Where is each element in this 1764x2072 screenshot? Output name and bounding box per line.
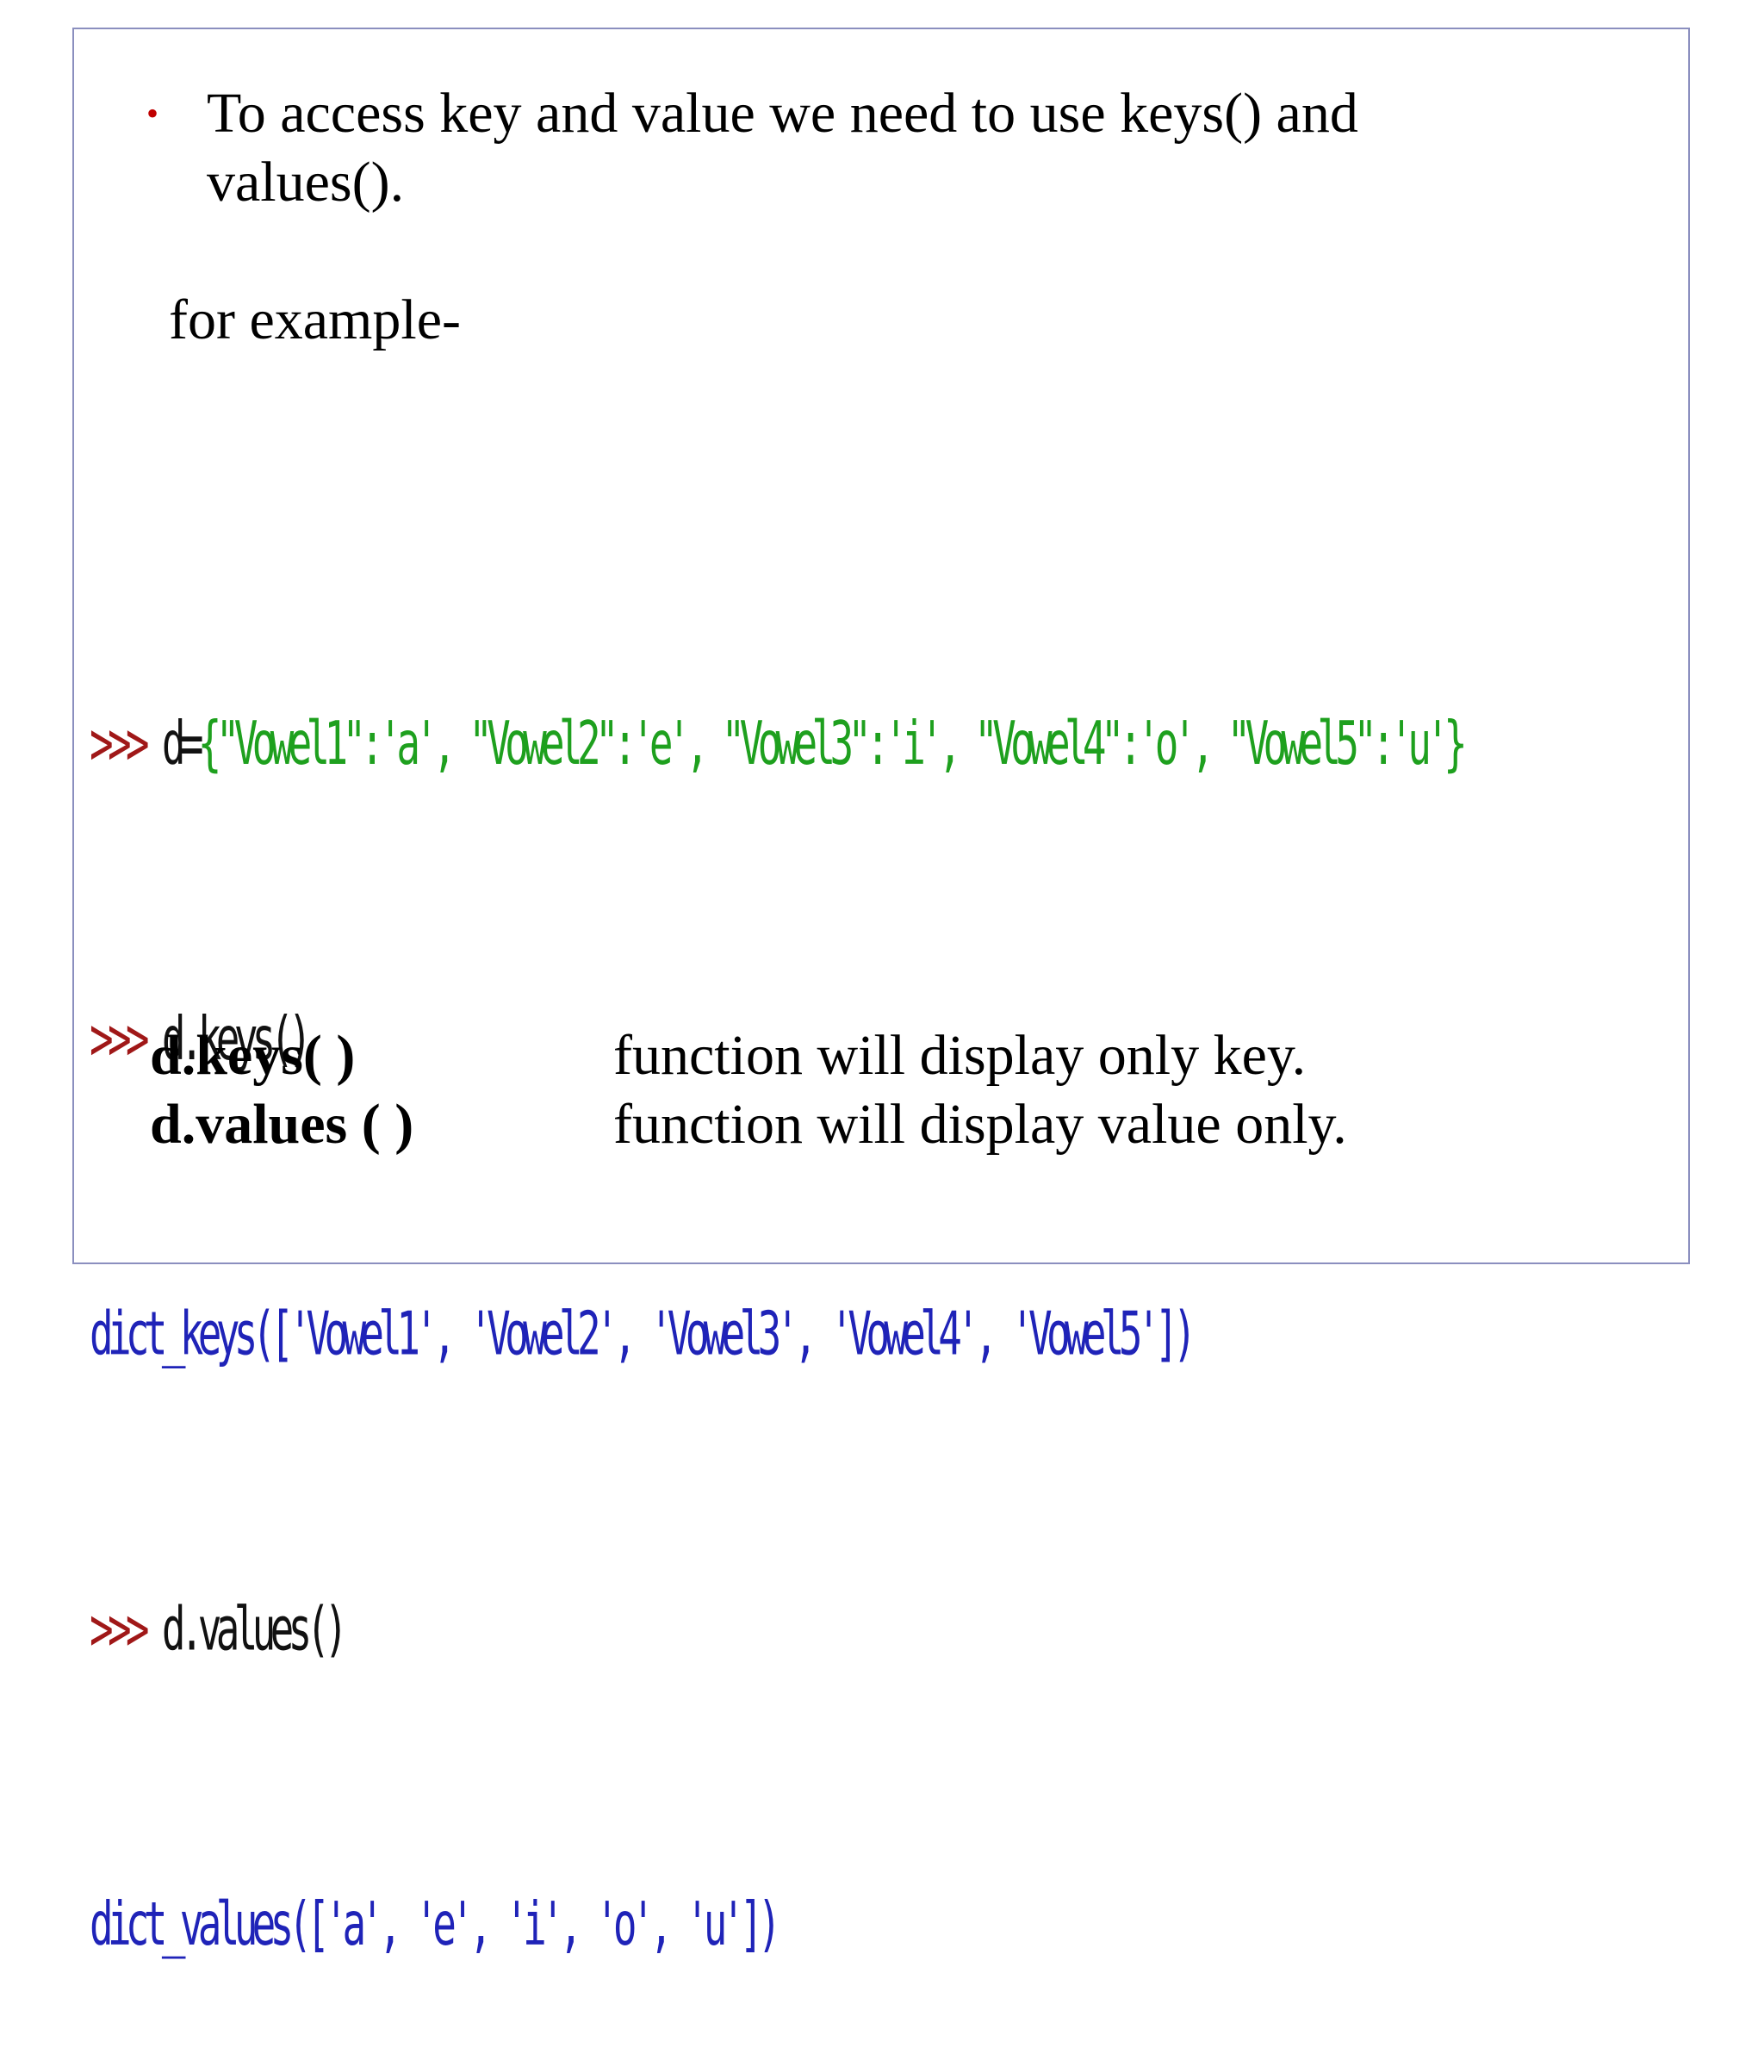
slide-frame — [72, 28, 1690, 1264]
code-line-3: >>> d.values() — [90, 1580, 1462, 1678]
prompt: >>> — [90, 708, 150, 779]
explanation-description: function will display only key. — [613, 1024, 1307, 1087]
code-line-2: >>> d.keys() — [90, 989, 1462, 1088]
prompt: >>> — [90, 1002, 150, 1074]
code-assignment: d= — [161, 708, 204, 779]
bullet-point: • To access key and value we need to use… — [146, 79, 1559, 217]
code-line-1: >>> d={"Vowel1":'a', "Vowel2":'e', "Vowe… — [90, 694, 1468, 792]
code-dict-literal: {"Vowel1":'a', "Vowel2":'e', "Vowel3":'i… — [197, 708, 1468, 779]
code-values-call: d.values() — [161, 1593, 348, 1665]
explanation-row: d.values ( ) function will display value… — [150, 1090, 1347, 1159]
explanation-table: d.keys( ) function will display only key… — [150, 1021, 1347, 1159]
code-output-keys: dict_keys(['Vowel1', 'Vowel2', 'Vowel3',… — [90, 1298, 1196, 1369]
code-output-values: dict_values(['a', 'e', 'i', 'o', 'u']) — [90, 1889, 781, 1959]
code-keys-call: d.keys() — [161, 1002, 312, 1074]
prompt: >>> — [90, 1593, 150, 1665]
example-label: for example- — [169, 288, 461, 351]
explanation-row: d.keys( ) function will display only key… — [150, 1021, 1347, 1090]
explanation-term: d.keys( ) — [150, 1024, 356, 1087]
explanation-description: function will display value only. — [613, 1093, 1347, 1156]
bullet-text: To access key and value we need to use k… — [207, 82, 1358, 214]
code-block: >>> d={"Vowel1":'a', "Vowel2":'e', "Vowe… — [90, 498, 1468, 2072]
explanation-term: d.values ( ) — [150, 1093, 414, 1156]
bullet-icon: • — [146, 94, 159, 133]
